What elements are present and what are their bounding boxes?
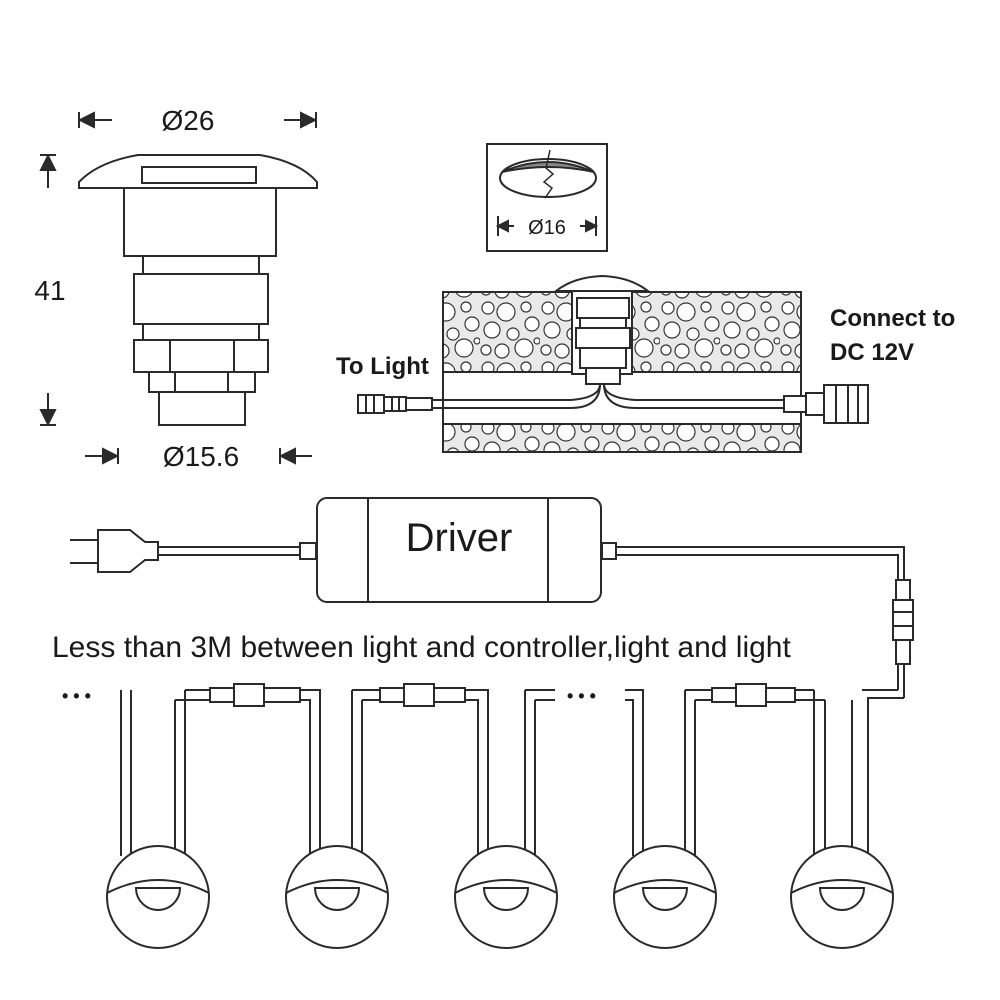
dc-connector: [823, 384, 869, 424]
top-diameter-label: Ø26: [162, 105, 215, 136]
base-diameter-label: Ø15.6: [163, 441, 239, 472]
deck-light-4: [613, 845, 717, 949]
deck-light-5: [790, 845, 894, 949]
hole-diameter-label: Ø16: [528, 217, 566, 239]
dc-voltage-label: DC 12V: [830, 339, 914, 366]
deck-light-2: [285, 845, 389, 949]
deck-light-3: [454, 845, 558, 949]
light-body: [123, 187, 277, 257]
height-label: 41: [34, 275, 65, 306]
ellipsis-left: • • •: [62, 686, 91, 706]
nut: [133, 339, 269, 373]
ground-lower: [442, 423, 802, 453]
to-light-connector: [357, 394, 385, 414]
driver-assembly: [70, 497, 914, 698]
base: [158, 391, 246, 426]
driver-label: Driver: [406, 516, 513, 560]
hole-detail: [486, 143, 608, 252]
to-light-label: To Light: [336, 353, 429, 380]
installation-section: [357, 274, 869, 453]
light-chain: [120, 683, 904, 856]
distance-note: Less than 3M between light and controlle…: [52, 631, 791, 664]
power-plug: [97, 529, 159, 573]
dimension-arrows: [39, 111, 318, 465]
connect-to-label: Connect to: [830, 305, 955, 332]
light-fixtures: [106, 845, 894, 949]
ellipsis-mid: • • •: [567, 686, 596, 706]
product-dimension-drawing: [78, 154, 318, 426]
deck-light-1: [106, 845, 210, 949]
